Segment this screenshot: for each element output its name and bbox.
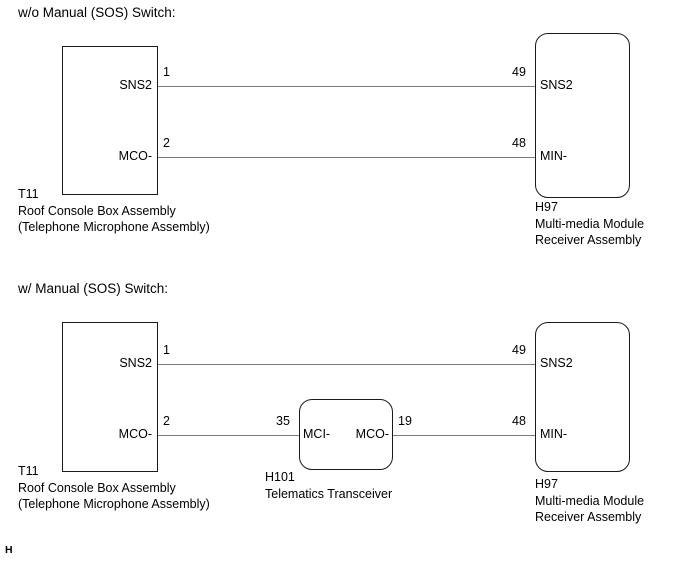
pin-label-t11-sns2-diagram-2: SNS2 xyxy=(119,356,152,370)
pin-label-t11-sns2-diagram-1: SNS2 xyxy=(119,78,152,92)
connector-box-t11-diagram-1 xyxy=(62,46,158,195)
component-desc-t11-line2-diagram-2: (Telephone Microphone Assembly) xyxy=(18,497,210,511)
wire-h101-mco-to-h97-min-diagram-2 xyxy=(393,435,535,437)
pin-number-h97-49-diagram-1: 49 xyxy=(512,65,526,79)
pin-label-h101-mci-diagram-2: MCI- xyxy=(303,427,331,441)
diagram-1-heading: w/o Manual (SOS) Switch: xyxy=(18,5,176,20)
page-corner-mark: H xyxy=(5,544,13,556)
pin-label-h97-min-diagram-2: MIN- xyxy=(540,427,568,441)
component-desc-h97-line1-diagram-2: Multi-media Module xyxy=(535,494,645,508)
pin-number-h101-19-diagram-2: 19 xyxy=(398,414,412,428)
pin-number-h97-49-diagram-2: 49 xyxy=(512,343,526,357)
component-desc-t11-line1-diagram-2: Roof Console Box Assembly xyxy=(18,481,176,495)
component-id-t11-diagram-2: T11 xyxy=(18,464,39,478)
component-desc-h97-line2-diagram-1: Receiver Assembly xyxy=(535,233,642,247)
wire-t11-mco-to-h101-mci-diagram-2 xyxy=(158,435,299,437)
connector-box-t11-diagram-2 xyxy=(62,322,158,472)
pin-label-h97-sns2-diagram-1: SNS2 xyxy=(540,78,573,92)
pin-number-t11-2-diagram-2: 2 xyxy=(163,414,170,428)
pin-number-h97-48-diagram-1: 48 xyxy=(512,136,526,150)
pin-label-h101-mco-diagram-2: MCO- xyxy=(355,427,389,441)
diagram-2-heading: w/ Manual (SOS) Switch: xyxy=(18,281,169,296)
component-id-h97-diagram-1: H97 xyxy=(535,200,558,214)
wire-mco-to-min-diagram-1 xyxy=(158,157,535,159)
pin-label-h97-sns2-diagram-2: SNS2 xyxy=(540,356,573,370)
pin-number-t11-1-diagram-1: 1 xyxy=(163,65,170,79)
wire-sns2-diagram-1 xyxy=(158,86,535,88)
pin-label-t11-mco-diagram-1: MCO- xyxy=(118,149,152,163)
pin-number-t11-2-diagram-1: 2 xyxy=(163,136,170,150)
pin-label-h97-min-diagram-1: MIN- xyxy=(540,149,568,163)
connector-box-h97-diagram-1 xyxy=(535,33,630,198)
component-desc-t11-line1-diagram-1: Roof Console Box Assembly xyxy=(18,204,176,218)
component-desc-t11-line2-diagram-1: (Telephone Microphone Assembly) xyxy=(18,220,210,234)
component-desc-h97-line1-diagram-1: Multi-media Module xyxy=(535,217,645,231)
connector-box-h101-diagram-2 xyxy=(299,399,393,470)
component-id-h97-diagram-2: H97 xyxy=(535,477,558,491)
pin-number-h97-48-diagram-2: 48 xyxy=(512,414,526,428)
component-desc-h97-line2-diagram-2: Receiver Assembly xyxy=(535,510,642,524)
pin-number-t11-1-diagram-2: 1 xyxy=(163,343,170,357)
component-id-t11-diagram-1: T11 xyxy=(18,187,39,201)
component-id-h101-diagram-2: H101 xyxy=(265,470,295,484)
pin-label-t11-mco-diagram-2: MCO- xyxy=(118,427,152,441)
connector-box-h97-diagram-2 xyxy=(535,322,630,472)
component-desc-h101-line1-diagram-2: Telematics Transceiver xyxy=(265,487,393,501)
pin-number-h101-35-diagram-2: 35 xyxy=(276,414,290,428)
wire-sns2-diagram-2 xyxy=(158,364,535,366)
